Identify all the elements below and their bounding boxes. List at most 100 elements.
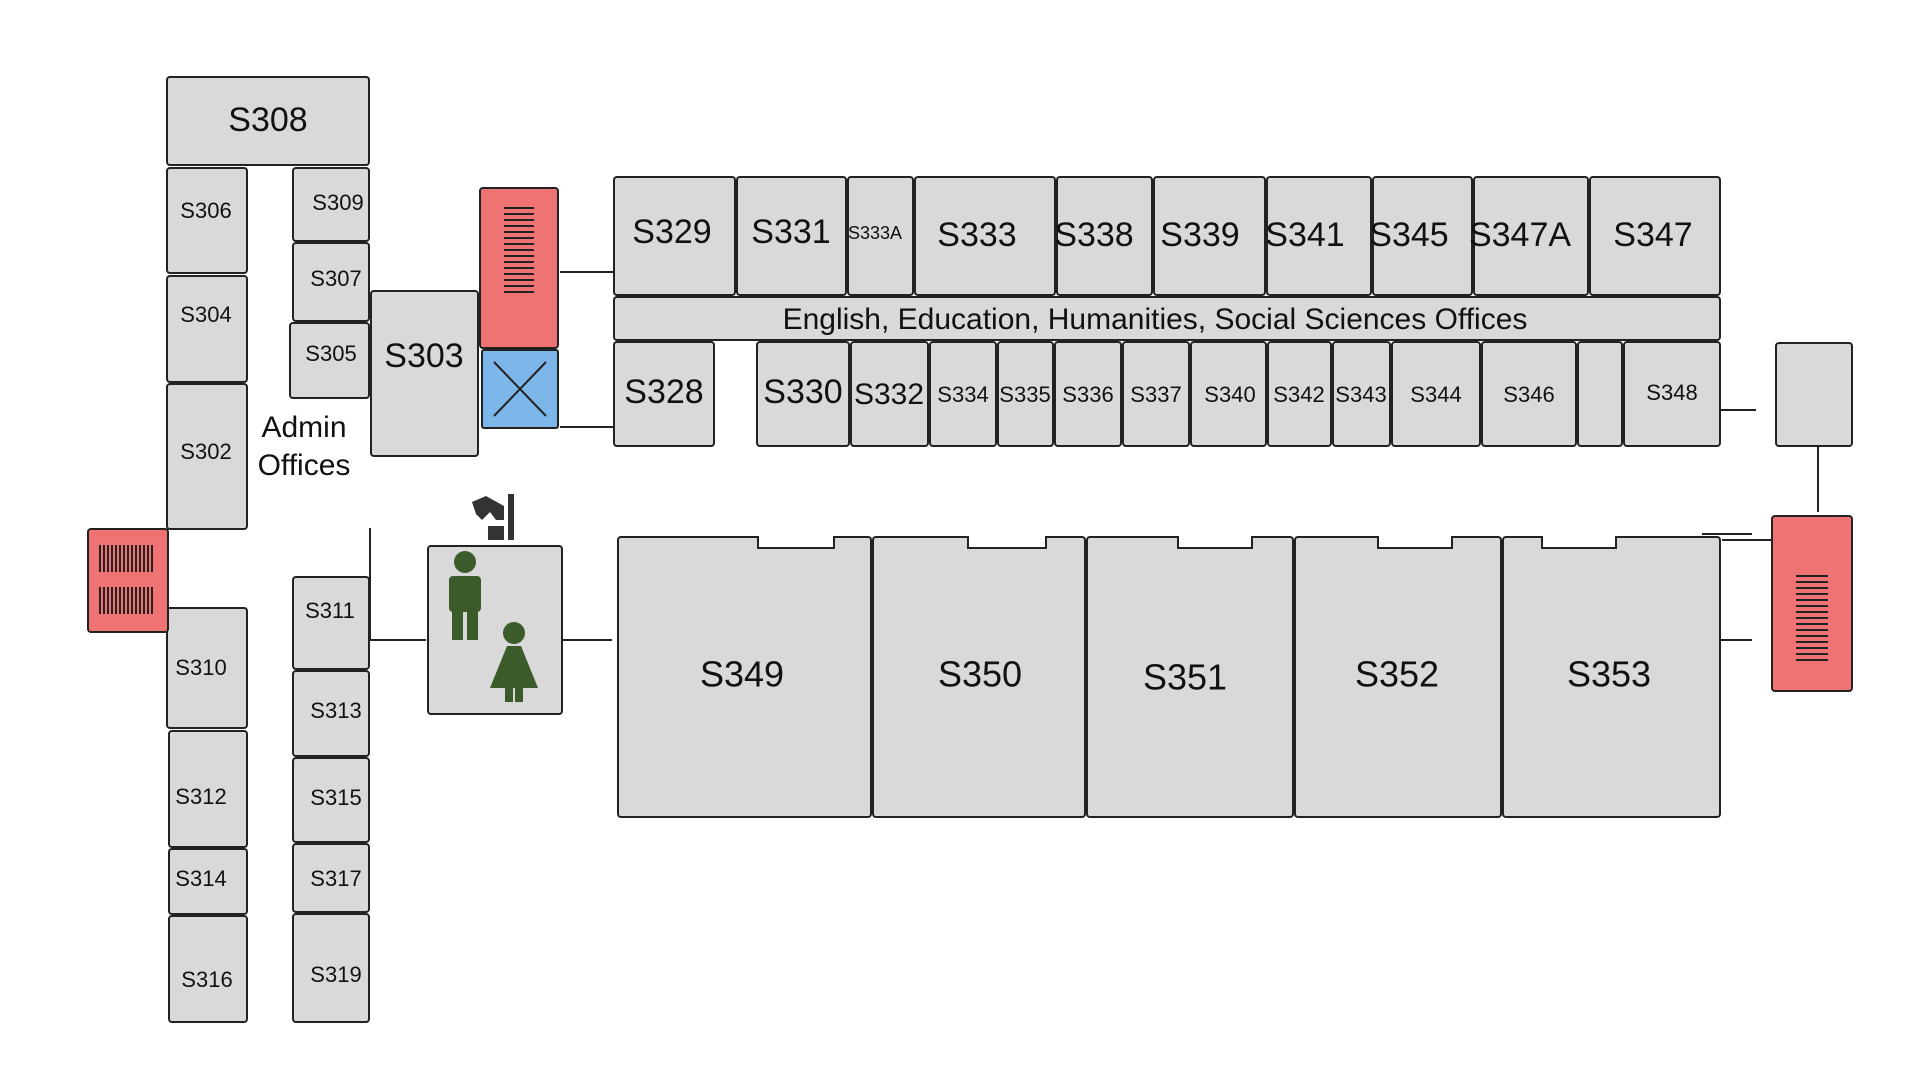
svg-text:S304: S304 xyxy=(180,302,231,327)
stairs-right[interactable] xyxy=(1771,515,1853,692)
room-s329[interactable]: S329 xyxy=(613,176,736,296)
room-s345[interactable]: S345 xyxy=(1369,176,1473,296)
room-s342[interactable]: S342 xyxy=(1267,341,1332,447)
room-s311[interactable]: S311 xyxy=(292,576,370,670)
room-s330[interactable]: S330 xyxy=(756,341,850,447)
womens-restroom-icon xyxy=(490,622,538,702)
room-east-small[interactable] xyxy=(1775,342,1853,447)
room-s316[interactable]: S316 xyxy=(168,915,248,1023)
svg-text:S307: S307 xyxy=(310,266,361,291)
room-s353[interactable]: S353 xyxy=(1502,536,1721,818)
svg-text:S305: S305 xyxy=(305,341,356,366)
svg-text:S333A: S333A xyxy=(848,223,902,243)
room-s313[interactable]: S313 xyxy=(292,670,370,757)
svg-text:S312: S312 xyxy=(175,784,226,809)
mens-restroom-icon xyxy=(449,551,481,640)
room-s302[interactable]: S302 xyxy=(166,383,248,530)
room-s307[interactable]: S307 xyxy=(292,242,370,322)
room-s340[interactable]: S340 xyxy=(1190,341,1267,447)
room-s336[interactable]: S336 xyxy=(1054,341,1122,447)
room-s331[interactable]: S331 xyxy=(736,176,847,296)
room-s308[interactable]: S308 xyxy=(166,76,370,166)
utility-space xyxy=(1577,341,1623,447)
svg-text:S345: S345 xyxy=(1369,216,1448,254)
room-s350[interactable]: S350 xyxy=(872,536,1086,818)
room-s332[interactable]: S332 xyxy=(850,341,929,447)
svg-text:S335: S335 xyxy=(999,382,1050,407)
room-s347a[interactable]: S347A xyxy=(1469,176,1589,296)
svg-text:S344: S344 xyxy=(1410,382,1461,407)
room-s346[interactable]: S346 xyxy=(1481,341,1577,447)
room-s339[interactable]: S339 xyxy=(1153,176,1266,296)
room-s333a[interactable]: S333A xyxy=(847,176,914,296)
room-s314[interactable]: S314 xyxy=(168,848,248,915)
svg-text:S303: S303 xyxy=(384,337,463,375)
svg-text:S342: S342 xyxy=(1273,382,1324,407)
room-s352[interactable]: S352 xyxy=(1294,536,1502,818)
svg-text:S338: S338 xyxy=(1054,216,1133,254)
room-s343[interactable]: S343 xyxy=(1332,341,1391,447)
elevator-icon xyxy=(493,361,547,417)
svg-text:S315: S315 xyxy=(310,785,361,810)
room-s344[interactable]: S344 xyxy=(1391,341,1481,447)
svg-text:S336: S336 xyxy=(1062,382,1113,407)
room-s315[interactable]: S315 xyxy=(292,757,370,843)
room-s338[interactable]: S338 xyxy=(1054,176,1153,296)
svg-text:S310: S310 xyxy=(175,655,226,680)
room-s351[interactable]: S351 xyxy=(1086,536,1294,818)
elevator[interactable] xyxy=(481,349,559,429)
svg-text:S351: S351 xyxy=(1143,657,1227,698)
svg-text:S308: S308 xyxy=(228,101,307,139)
room-s335[interactable]: S335 xyxy=(997,341,1054,447)
svg-text:S302: S302 xyxy=(180,439,231,464)
room-s328[interactable]: S328 xyxy=(613,341,715,447)
svg-text:S353: S353 xyxy=(1567,654,1651,695)
room-s341[interactable]: S341 xyxy=(1265,176,1372,296)
svg-text:S331: S331 xyxy=(751,213,830,251)
svg-text:S319: S319 xyxy=(310,962,361,987)
svg-text:S309: S309 xyxy=(312,190,363,215)
svg-text:S343: S343 xyxy=(1335,382,1386,407)
room-s304[interactable]: S304 xyxy=(166,275,248,383)
room-s347[interactable]: S347 xyxy=(1589,176,1721,296)
room-s333[interactable]: S333 xyxy=(914,176,1056,296)
svg-text:S348: S348 xyxy=(1646,380,1697,405)
room-s312[interactable]: S312 xyxy=(168,730,248,848)
svg-text:S330: S330 xyxy=(763,373,842,411)
room-s337[interactable]: S337 xyxy=(1122,341,1190,447)
room-s303[interactable]: S303 xyxy=(370,290,479,457)
door-notches xyxy=(757,536,1617,549)
offices-label: English, Education, Humanities, Social S… xyxy=(783,303,1528,336)
stairs-center[interactable] xyxy=(479,187,559,349)
svg-text:S350: S350 xyxy=(938,654,1022,695)
restroom-block[interactable] xyxy=(427,545,563,715)
room-s334[interactable]: S334 xyxy=(929,341,997,447)
stairs-icon xyxy=(504,207,534,293)
svg-text:S328: S328 xyxy=(624,373,703,411)
room-s310[interactable]: S310 xyxy=(166,607,248,729)
room-s348[interactable]: S348 xyxy=(1623,341,1721,447)
room-s319[interactable]: S319 xyxy=(292,913,370,1023)
svg-text:S349: S349 xyxy=(700,654,784,695)
svg-text:S333: S333 xyxy=(937,216,1016,254)
water-fountain-icon xyxy=(472,494,514,540)
svg-text:S329: S329 xyxy=(632,213,711,251)
room-s349[interactable]: S349 xyxy=(617,536,872,818)
admin-label-line1: Admin xyxy=(261,411,346,444)
svg-text:S340: S340 xyxy=(1204,382,1255,407)
room-s317[interactable]: S317 xyxy=(292,843,370,913)
room-s305[interactable]: S305 xyxy=(289,322,370,399)
svg-text:S314: S314 xyxy=(175,866,226,891)
offices-hallway[interactable]: English, Education, Humanities, Social S… xyxy=(613,296,1721,341)
svg-text:S332: S332 xyxy=(854,378,924,411)
stairs-left[interactable] xyxy=(87,528,169,633)
room-s309[interactable]: S309 xyxy=(292,167,370,242)
svg-text:S337: S337 xyxy=(1130,382,1181,407)
svg-text:S347A: S347A xyxy=(1469,216,1571,254)
svg-text:S316: S316 xyxy=(181,967,232,992)
room-s306[interactable]: S306 xyxy=(166,167,248,274)
svg-text:S341: S341 xyxy=(1265,216,1344,254)
svg-text:S352: S352 xyxy=(1355,654,1439,695)
svg-text:S306: S306 xyxy=(180,198,231,223)
